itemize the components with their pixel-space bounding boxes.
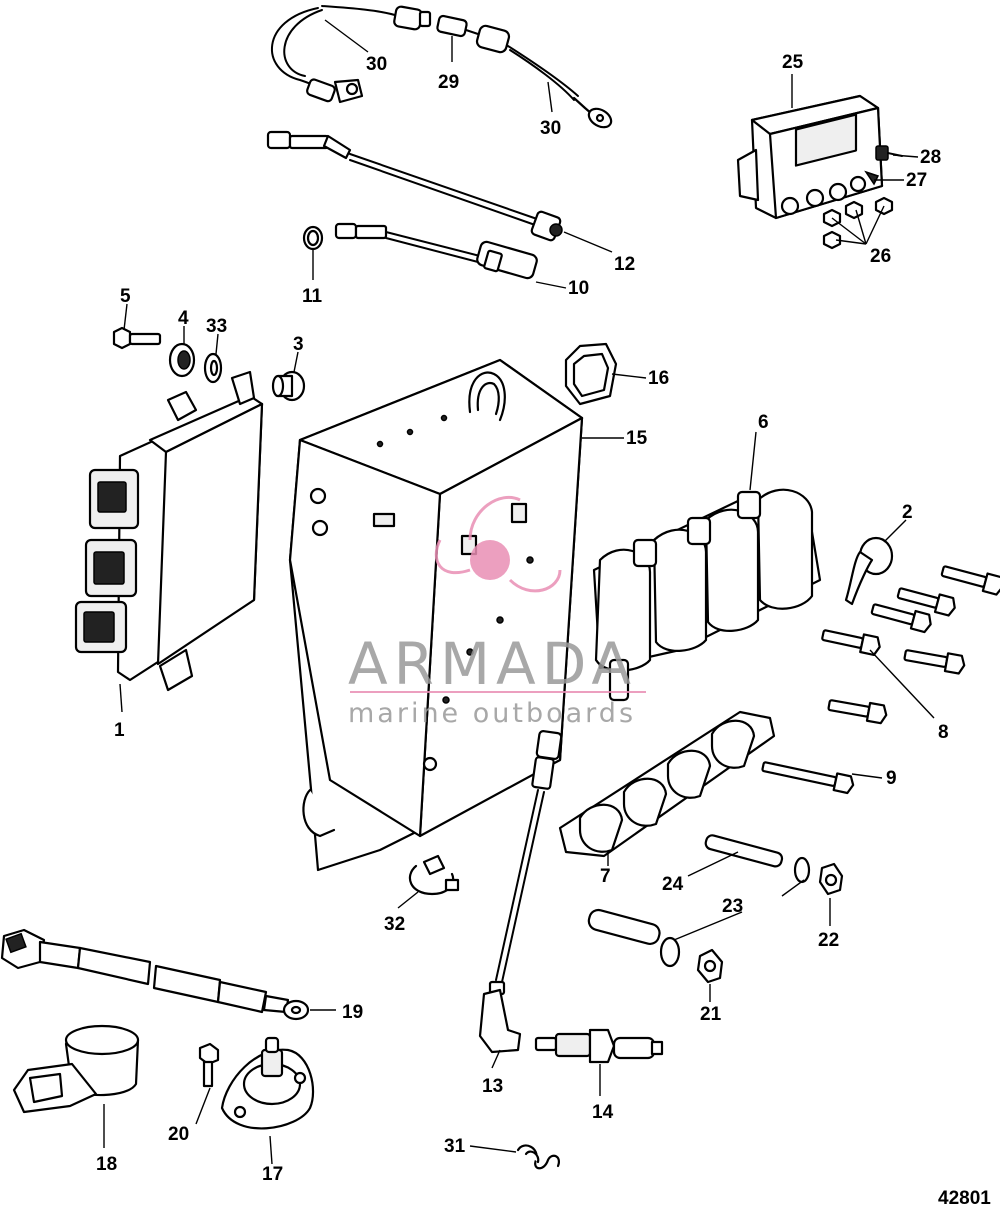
leader-lines xyxy=(103,19,935,1165)
callout-5: 5 xyxy=(120,286,131,307)
callout-22: 22 xyxy=(818,930,839,951)
callout-17: 17 xyxy=(262,1164,283,1185)
callout-11: 11 xyxy=(302,286,323,307)
callout-labels: 30 29 30 25 28 27 26 12 11 10 5 4 33 3 1… xyxy=(96,52,949,1185)
callout-20: 20 xyxy=(168,1124,189,1145)
callout-3: 3 xyxy=(293,334,304,355)
part-32-clamp xyxy=(408,854,460,896)
part-22-nut xyxy=(818,862,844,896)
callout-16: 16 xyxy=(648,368,669,389)
callout-14: 14 xyxy=(592,1102,614,1123)
callout-27: 27 xyxy=(906,170,927,191)
part-3-spacer xyxy=(271,370,306,402)
watermark-brand: ARMADA xyxy=(348,630,637,698)
callout-15: 15 xyxy=(626,428,648,449)
part-17-terminal-block xyxy=(220,1036,315,1130)
part-13-spark-plug-lead xyxy=(478,730,563,1054)
part-30-cable-top xyxy=(321,5,432,31)
callout-23: 23 xyxy=(722,896,743,917)
part-14-spark-plug xyxy=(534,1028,664,1064)
part-12-sensor-cable xyxy=(266,130,563,242)
part-11-o-ring xyxy=(302,225,324,251)
part-21-nut xyxy=(696,948,724,984)
callout-29: 29 xyxy=(438,72,459,93)
callout-2: 2 xyxy=(902,502,913,523)
part-24-pins xyxy=(587,834,784,946)
part-29-connector xyxy=(436,14,479,38)
callout-6: 6 xyxy=(758,412,769,433)
part-30-cable-left xyxy=(270,7,364,104)
part-18-terminal-boot xyxy=(12,1024,140,1114)
callout-12: 12 xyxy=(614,254,635,275)
callout-1: 1 xyxy=(114,720,125,741)
callout-24: 24 xyxy=(662,874,684,895)
part-9-long-bolt xyxy=(761,761,855,795)
part-16-gasket xyxy=(564,342,618,406)
part-7-coil-boot-tray xyxy=(558,710,776,858)
part-31-clip xyxy=(516,1144,560,1170)
callout-32: 32 xyxy=(384,914,405,935)
callout-28: 28 xyxy=(920,147,941,168)
part-26-nuts xyxy=(822,196,894,250)
part-4-grommet xyxy=(168,342,196,378)
callout-31: 31 xyxy=(444,1136,466,1157)
callout-19: 19 xyxy=(342,1002,363,1023)
callout-25: 25 xyxy=(782,52,804,73)
callout-21: 21 xyxy=(700,1004,722,1025)
part-8-bolts xyxy=(821,565,1000,725)
callout-10: 10 xyxy=(568,278,589,299)
part-28-bolt xyxy=(875,145,903,161)
part-15-mounting-bracket xyxy=(288,358,584,872)
part-30-cable-right xyxy=(475,24,613,129)
watermark-logo: ARMADA marine outboards xyxy=(348,495,646,729)
part-33-washer xyxy=(203,352,223,384)
part-10-sensor xyxy=(334,222,538,280)
watermark-emblem-icon xyxy=(470,540,510,580)
part-25-control-module xyxy=(736,94,884,220)
callout-8: 8 xyxy=(938,722,949,743)
callout-30-b: 30 xyxy=(540,118,561,139)
watermark-tagline: marine outboards xyxy=(348,698,636,729)
callout-9: 9 xyxy=(886,768,897,789)
part-20-screw xyxy=(198,1042,220,1088)
callout-13: 13 xyxy=(482,1076,503,1097)
callout-18: 18 xyxy=(96,1154,117,1175)
callout-7: 7 xyxy=(600,866,611,887)
callout-26: 26 xyxy=(870,246,891,267)
diagram-reference-number: 42801 xyxy=(938,1188,991,1209)
callout-30-a: 30 xyxy=(366,54,387,75)
part-6-ignition-coil-pack xyxy=(592,488,822,702)
callout-33: 33 xyxy=(206,316,227,337)
part-2-cap xyxy=(844,536,894,606)
part-5-bolt xyxy=(112,326,162,350)
part-19-battery-cable xyxy=(0,928,310,1021)
part-1-engine-control-module xyxy=(74,370,264,692)
callout-4: 4 xyxy=(178,308,189,329)
